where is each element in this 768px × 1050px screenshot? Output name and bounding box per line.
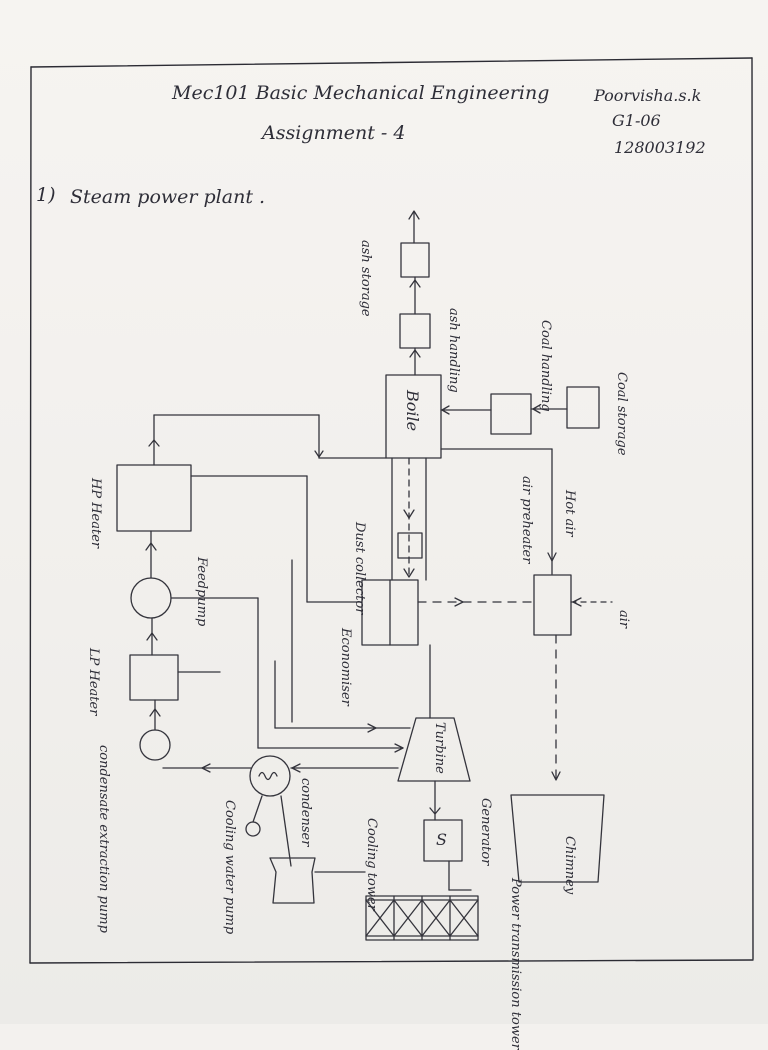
header-subtitle: Assignment - 4 [262,122,406,144]
group-code: G1-06 [612,111,661,130]
label-power-tower: Power transmission tower [508,878,523,1050]
label-generator-symbol: S [436,830,447,849]
ash-storage-box [400,242,430,278]
chimney-shape [510,794,605,883]
label-hot-air: Hot air [562,490,577,537]
label-dust-collector: Dust collector [352,522,367,615]
label-generator: Generator [478,798,493,866]
label-air: air [616,610,631,629]
label-condenser: condenser [298,778,313,847]
register-number: 128003192 [614,138,706,157]
label-air-preheater: air preheater [519,476,534,564]
label-coal-storage: Coal storage [614,372,629,456]
dust-collector-box [397,532,423,559]
label-boiler: Boile [403,390,422,432]
label-feed-pump: Feedpump [194,557,209,627]
label-condensate-pump: condensate extraction pump [96,745,111,933]
cooling-tower-shape [269,857,316,904]
label-cooling-tower: Cooling tower [364,818,379,911]
hp-heater-box [116,464,192,532]
label-hp-heater: HP Heater [88,478,103,549]
boiler-box [385,374,442,459]
generator-box [423,819,463,862]
page-border [29,57,754,964]
label-cooling-water-pump: Cooling water pump [222,800,237,935]
label-ash-storage: ash storage [358,240,373,317]
lp-heater-box [129,654,179,701]
coal-storage-box [566,386,600,429]
label-coal-handling: Coal handling [538,320,553,412]
coal-handling-box [490,393,532,435]
turbine-shape [397,717,471,782]
cooling-water-pump-circle [245,821,261,837]
question-number: 1) [36,184,56,206]
label-economiser: Economiser [338,628,353,706]
power-transmission-tower-shape [365,895,479,941]
condenser-circle [249,755,291,797]
steam-power-plant-diagram [29,57,754,964]
student-name: Poorvisha.s.k [594,86,702,105]
ash-handling-box [399,313,431,349]
condensate-pump-circle [139,729,171,761]
air-preheater-box [533,574,572,636]
label-ash-handling: ash handling [446,308,461,393]
header-title: Mec101 Basic Mechanical Engineering [172,82,550,104]
label-chimney: Chimney [562,836,577,895]
question-title: Steam power plant . [70,186,266,208]
label-turbine: Turbine [432,722,447,774]
feed-pump-circle [130,577,172,619]
label-lp-heater: LP Heater [86,648,101,716]
